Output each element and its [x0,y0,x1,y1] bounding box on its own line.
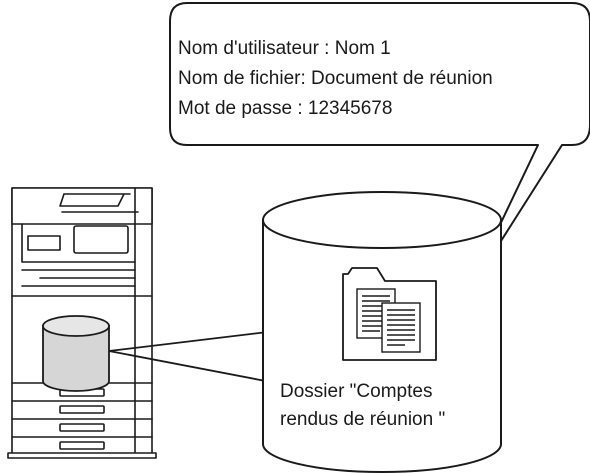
callout-balloon: Nom d'utilisateur : Nom 1 Nom de fichier… [169,2,590,297]
callout-line-filename: Nom de fichier: Document de réunion [178,68,493,89]
folder-label-line-1: Dossier "Comptes [280,381,432,402]
folder-label-line-2: rendus de réunion " [280,409,445,430]
hard-disk-cylinder-icon [42,315,110,392]
connector-lines [108,330,277,384]
folder-label: Dossier "Comptes rendus de réunion " [280,381,445,430]
callout-line-password: Mot de passe : 12345678 [178,98,392,119]
multifunction-printer-icon [7,187,157,459]
callout-outline [169,2,590,297]
cylinder-top [262,191,502,249]
callout-line-username: Nom d'utilisateur : Nom 1 [178,38,391,59]
folder-with-documents-icon [342,267,437,361]
document-front-icon [381,302,421,353]
